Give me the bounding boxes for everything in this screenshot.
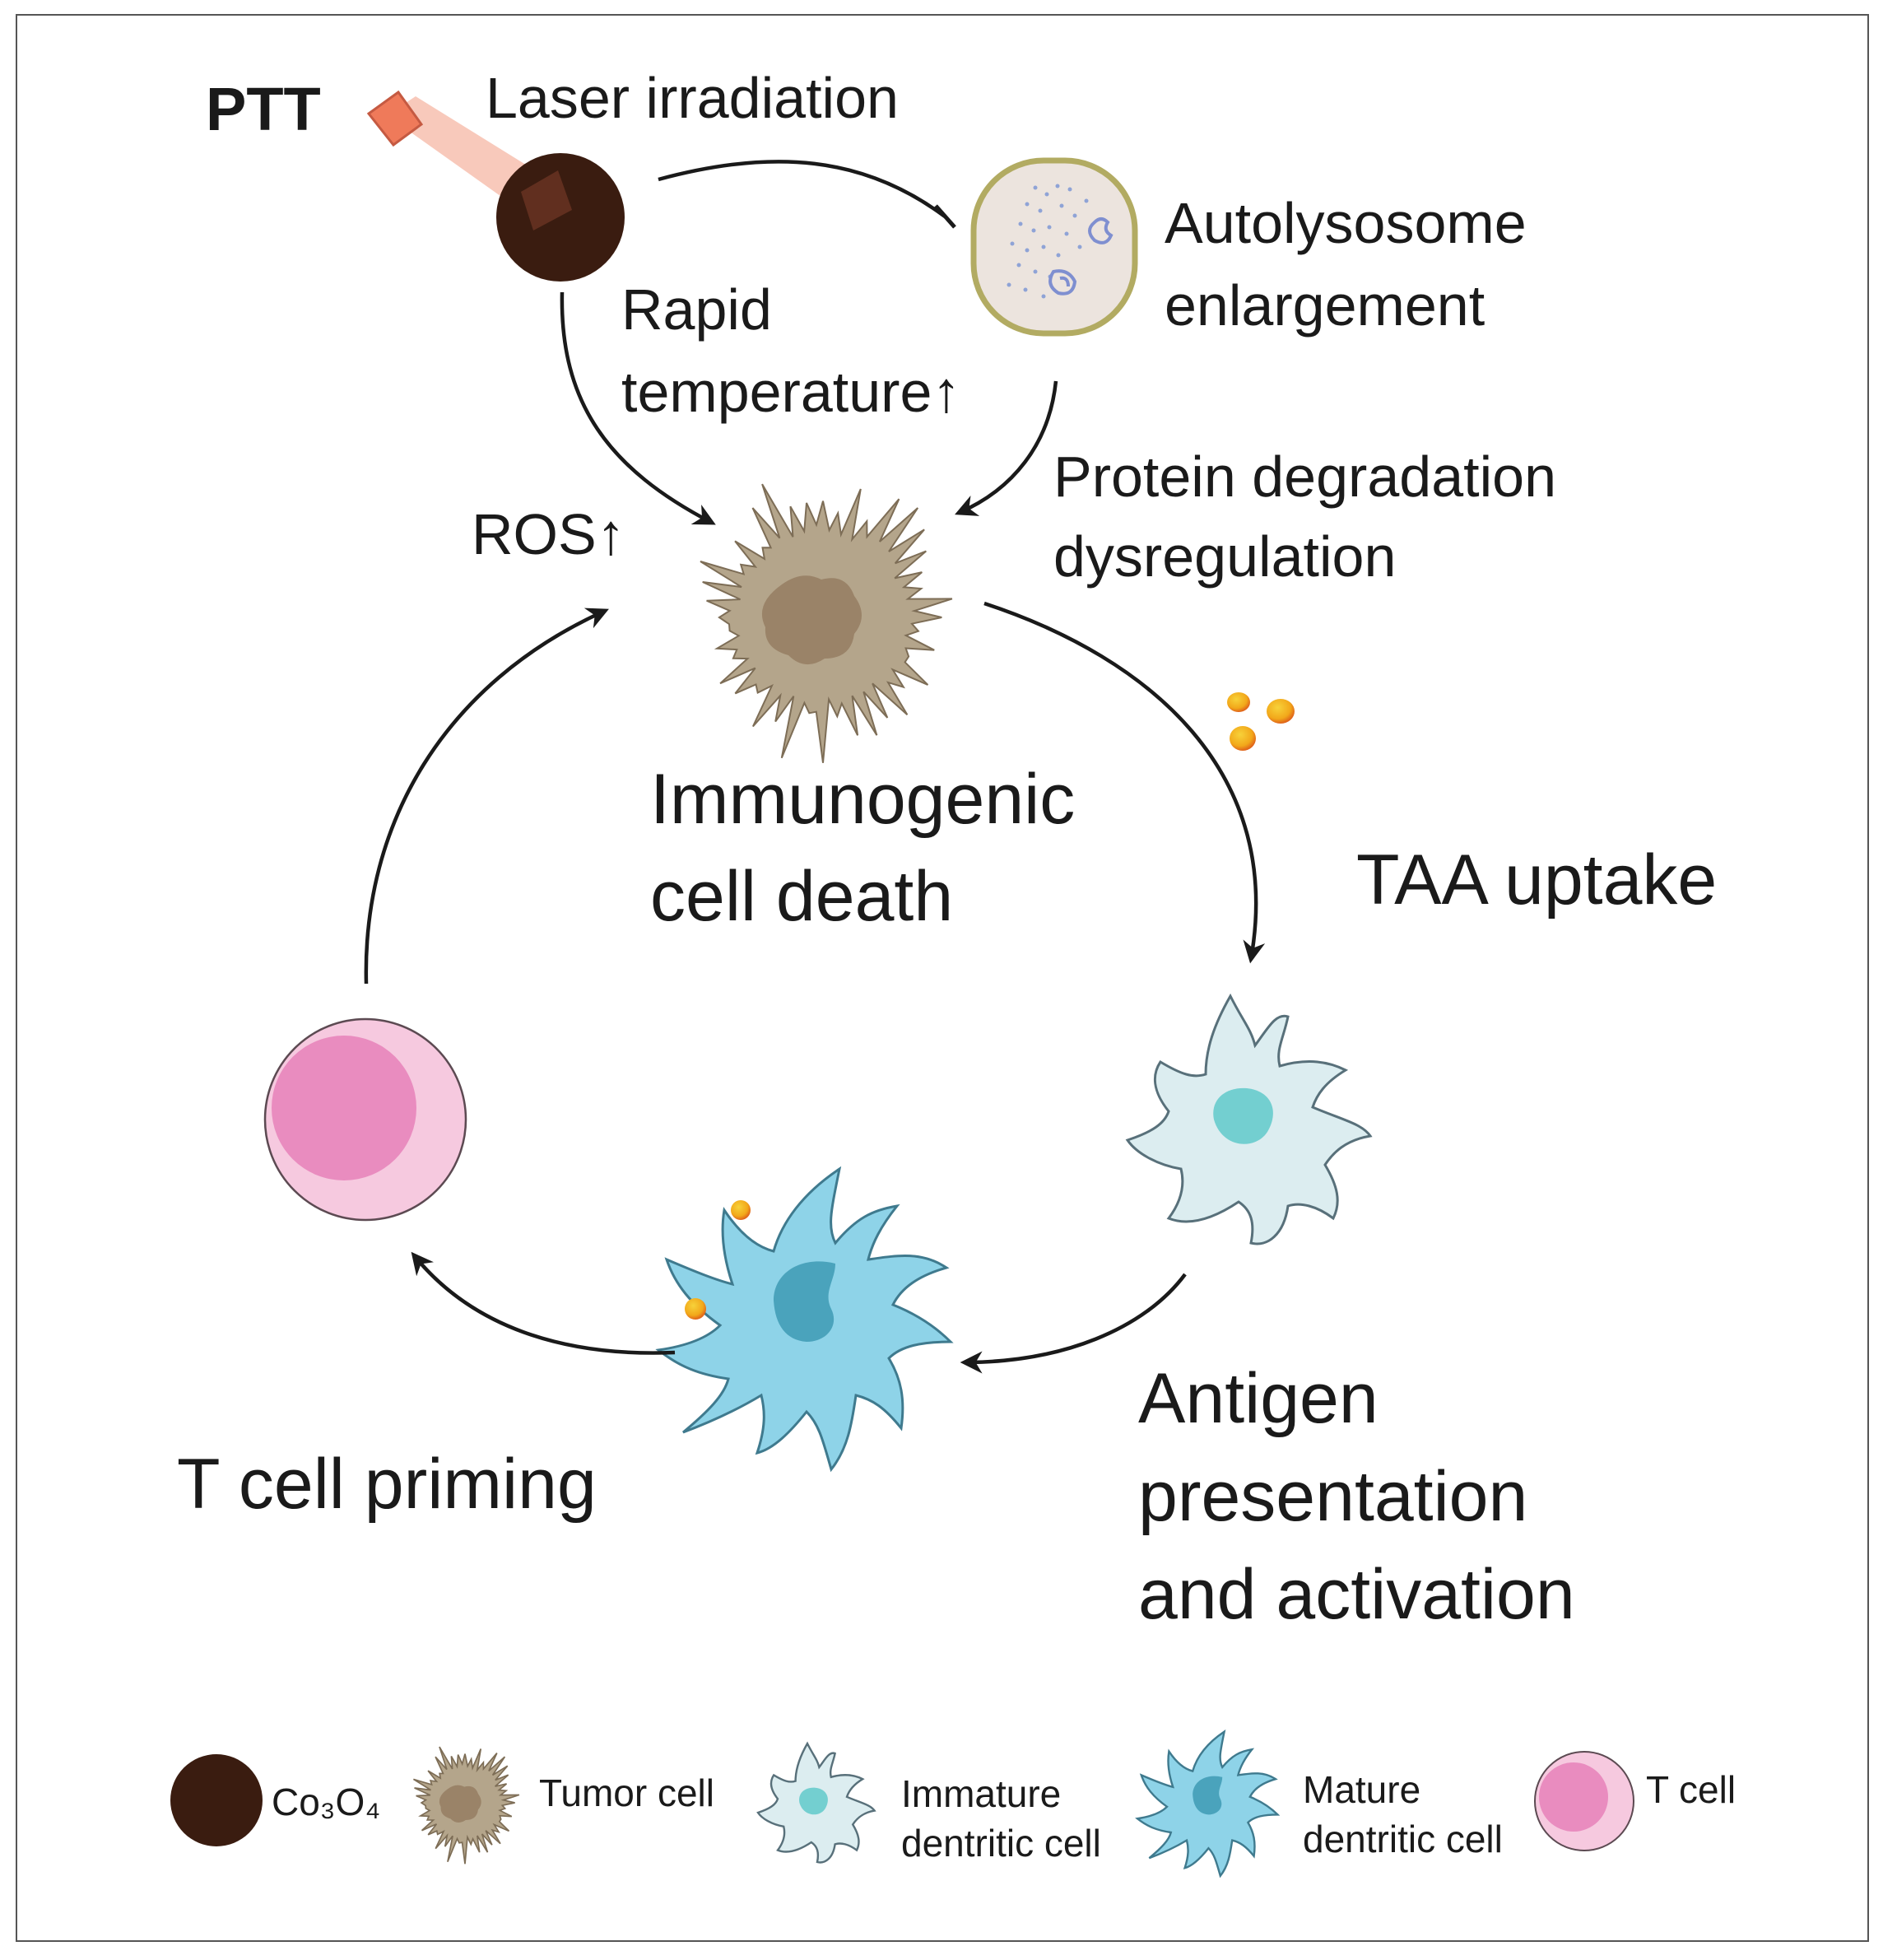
t-cell-priming-label: T cell priming bbox=[177, 1445, 597, 1524]
taa-uptake-label: TAA uptake bbox=[1356, 840, 1717, 919]
legend-immature-dc-label-line2: dentritic cell bbox=[901, 1822, 1101, 1865]
arrow-t-cell-to-tumor bbox=[364, 608, 609, 985]
antigen-label-line1: Antigen bbox=[1138, 1359, 1379, 1438]
ros-label: ROS↑ bbox=[472, 502, 625, 566]
legend: Co₃O₄ Tumor cell Immature dentritic cell… bbox=[170, 1729, 1736, 1879]
arrow-to-t-cell bbox=[411, 1251, 676, 1355]
mature-dendritic-cell-icon bbox=[655, 1166, 954, 1473]
pathway-arrows bbox=[364, 160, 1266, 1374]
inhibition-bar bbox=[934, 204, 956, 229]
ptt-label: PTT bbox=[206, 75, 321, 143]
arrow-taa-uptake bbox=[983, 601, 1266, 964]
legend-t-cell-label: T cell bbox=[1646, 1768, 1736, 1811]
protein-degradation-label-line1: Protein degradation bbox=[1053, 445, 1556, 509]
icd-label-line1: Immunogenic bbox=[650, 760, 1075, 839]
protein-degradation-label-line2: dysregulation bbox=[1053, 524, 1396, 589]
tumor-antigen-icon bbox=[1227, 692, 1295, 751]
rapid-temperature-label-line1: Rapid bbox=[621, 277, 772, 342]
icd-label-line2: cell death bbox=[650, 857, 953, 936]
legend-immature-dc-icon bbox=[756, 1741, 876, 1864]
legend-immature-dc-label-line1: Immature bbox=[901, 1772, 1061, 1815]
laser-hit-icon bbox=[521, 170, 572, 230]
arrow-antigen-presentation bbox=[960, 1273, 1187, 1374]
arrow-autolysosome-to-tumor bbox=[955, 380, 1058, 516]
legend-t-cell-icon bbox=[1534, 1751, 1634, 1851]
autolysosome-icon bbox=[970, 157, 1138, 337]
tumor-cell-icon bbox=[700, 483, 953, 763]
immature-dendritic-cell-icon bbox=[1125, 993, 1373, 1245]
t-cell-icon bbox=[263, 1017, 467, 1222]
legend-tumor-cell-icon bbox=[412, 1746, 520, 1865]
antigen-label-line2: presentation bbox=[1138, 1457, 1527, 1536]
co3o4-particle-icon bbox=[496, 153, 625, 282]
legend-co3o4-icon bbox=[170, 1754, 263, 1846]
antigen-label-line3: and activation bbox=[1138, 1555, 1575, 1634]
inhibition-arrow bbox=[658, 160, 946, 218]
legend-tumor-cell-label: Tumor cell bbox=[539, 1771, 714, 1814]
figure-frame bbox=[16, 14, 1869, 1942]
rapid-temperature-label-line2: temperature↑ bbox=[621, 360, 960, 424]
arrow-ptt-to-tumor bbox=[560, 291, 716, 525]
laser-source-icon bbox=[366, 90, 424, 147]
legend-mature-dc-label-line2: dentritic cell bbox=[1303, 1818, 1503, 1860]
autolysosome-label-line1: Autolysosome bbox=[1165, 191, 1527, 255]
laser-irradiation-label: Laser irradiation bbox=[486, 66, 899, 130]
legend-co3o4-label: Co₃O₄ bbox=[272, 1781, 380, 1823]
legend-mature-dc-icon bbox=[1135, 1729, 1281, 1879]
legend-mature-dc-label-line1: Mature bbox=[1303, 1768, 1420, 1811]
autolysosome-label-line2: enlargement bbox=[1165, 273, 1485, 338]
